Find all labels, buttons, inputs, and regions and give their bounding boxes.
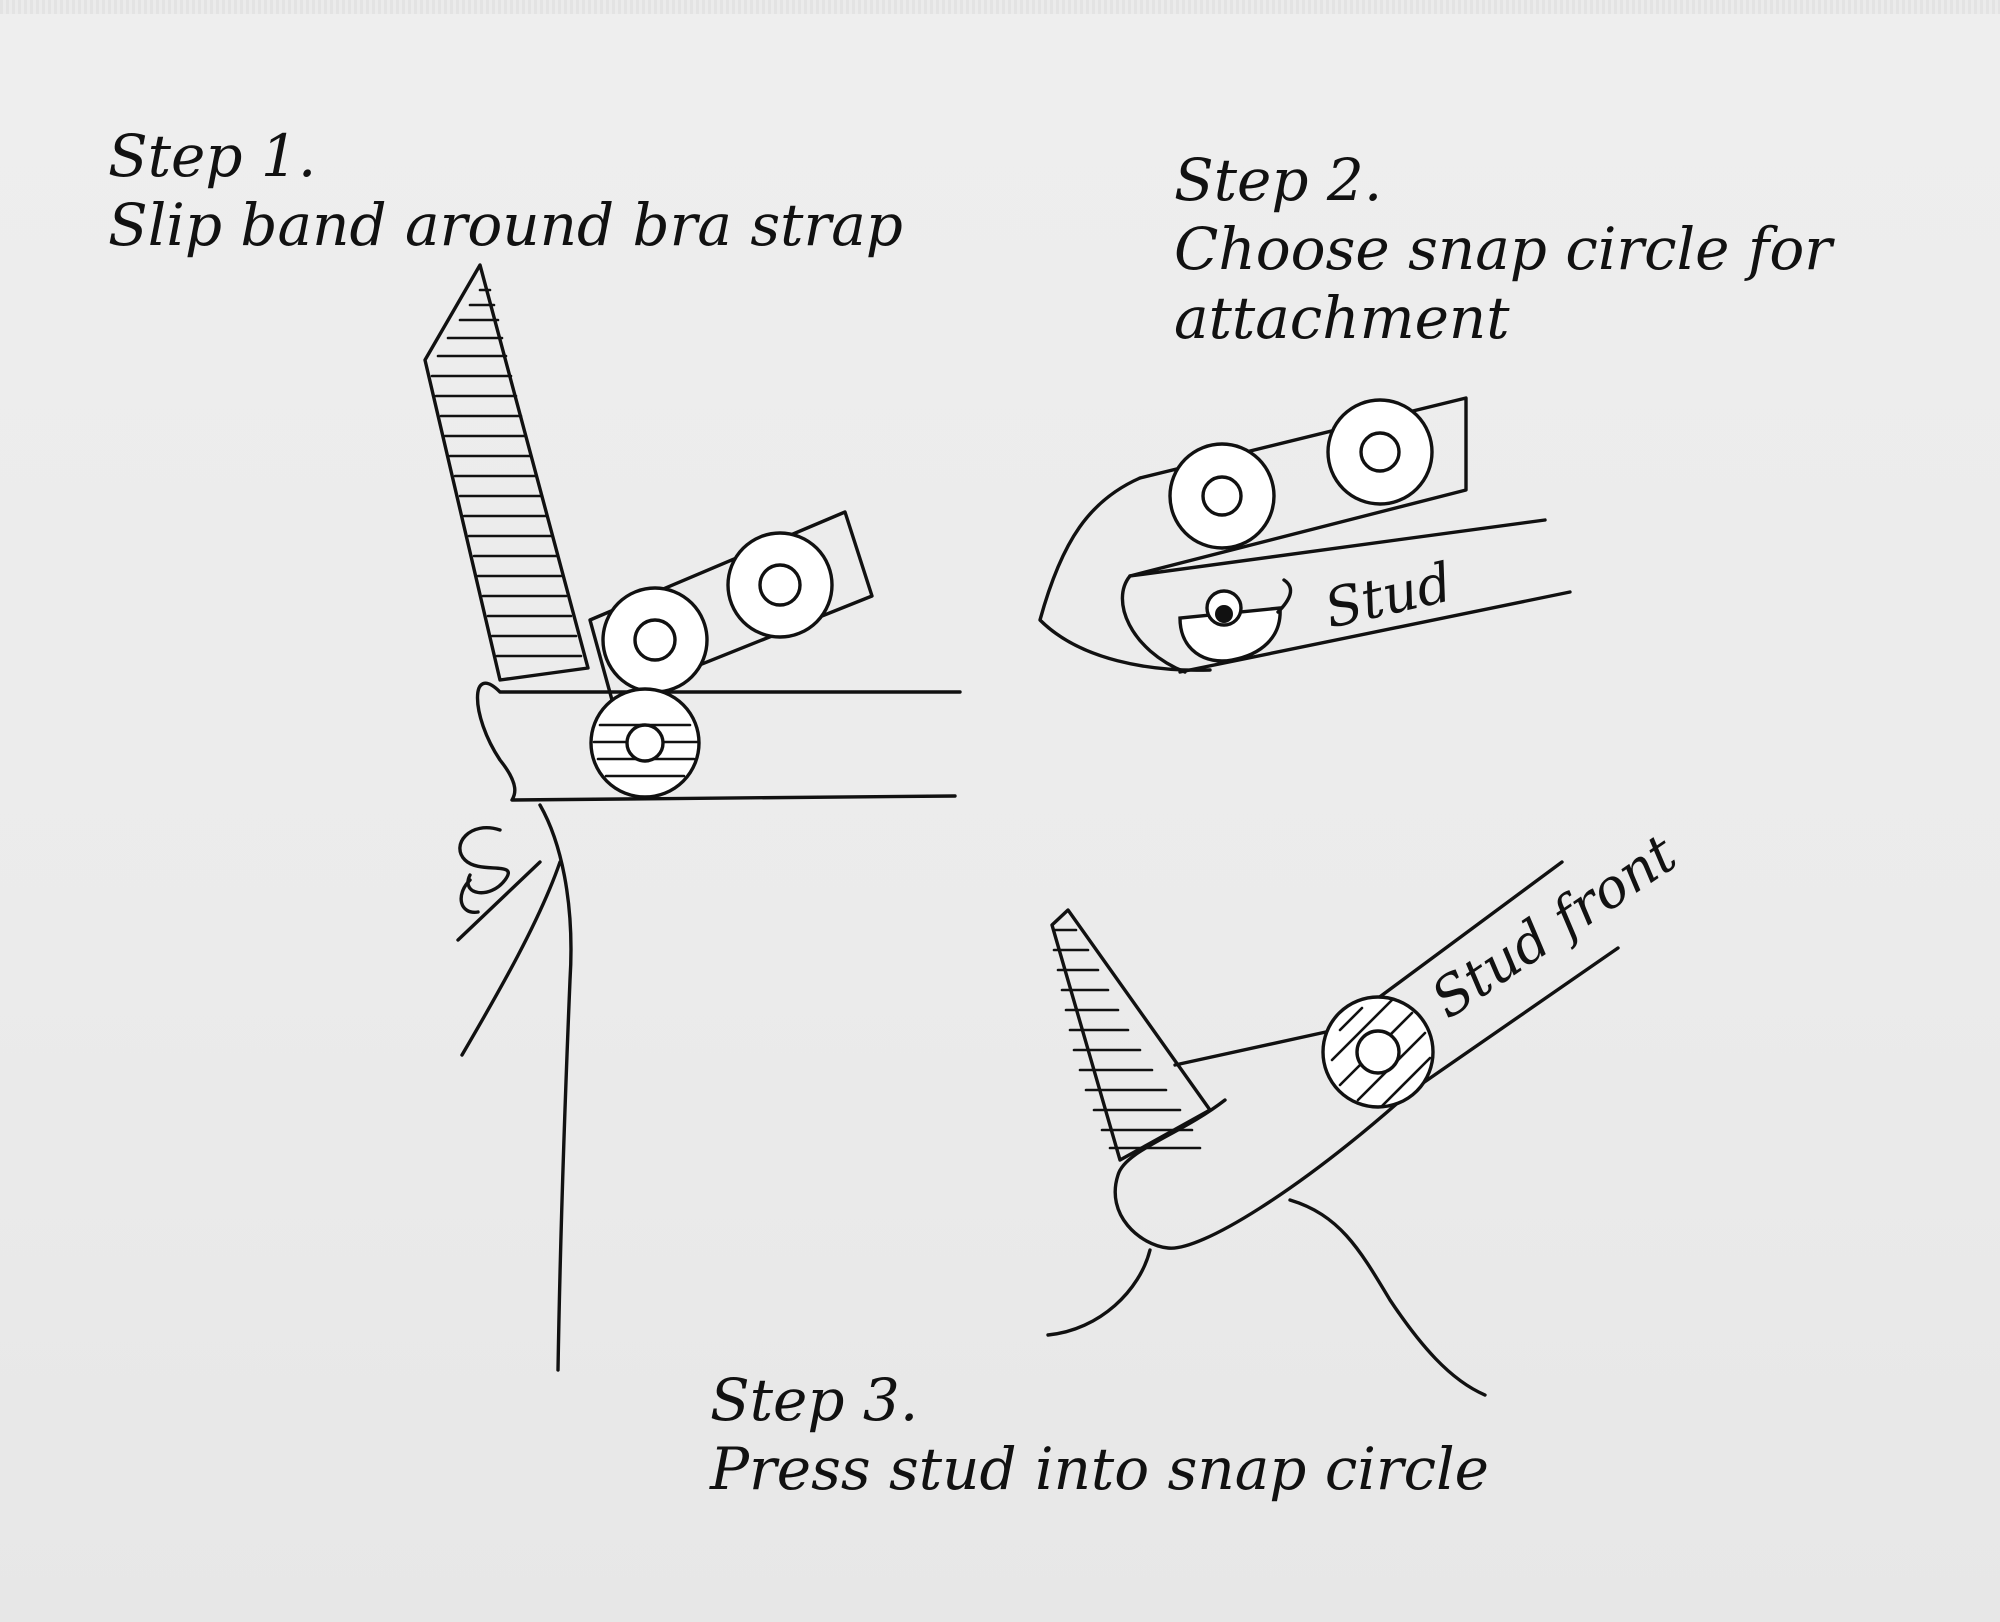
step-2-caption: Step 2. Choose snap circle for attachmen… xyxy=(1174,146,1832,353)
step-3-title: Step 3. xyxy=(710,1366,919,1434)
step-3-caption: Step 3. Press stud into snap circle xyxy=(710,1366,1489,1504)
step-2-title: Step 2. xyxy=(1174,146,1383,214)
step-1-caption: Step 1. Slip band around bra strap xyxy=(108,122,903,260)
step-1-body-outline xyxy=(456,803,573,1372)
scan-edge xyxy=(0,0,2000,14)
step-2-stud-band xyxy=(1128,518,1572,674)
step-2-snap-band xyxy=(1038,396,1468,674)
step-1-snap-band xyxy=(588,510,874,702)
step-3-text: Press stud into snap circle xyxy=(710,1435,1489,1503)
step-1-wrap-band xyxy=(475,681,962,802)
step-1-title: Step 1. xyxy=(108,122,317,190)
stud-label: Stud xyxy=(1319,550,1458,640)
step-2-text-line-1: Choose snap circle for xyxy=(1174,215,1833,283)
step-3-bra-strap xyxy=(1050,908,1212,1162)
step-3-stud-circle xyxy=(1321,995,1435,1109)
step-1-drawing xyxy=(423,263,962,1372)
step-3-drawing: Stud front xyxy=(1046,822,1688,1397)
step-1-text: Slip band around bra strap xyxy=(108,191,903,259)
step-2-drawing: Stud xyxy=(1038,396,1572,674)
stud-front-label: Stud front xyxy=(1420,822,1688,1031)
step-1-bra-strap xyxy=(423,263,590,682)
step-2-text-line-2: attachment xyxy=(1174,284,1510,352)
